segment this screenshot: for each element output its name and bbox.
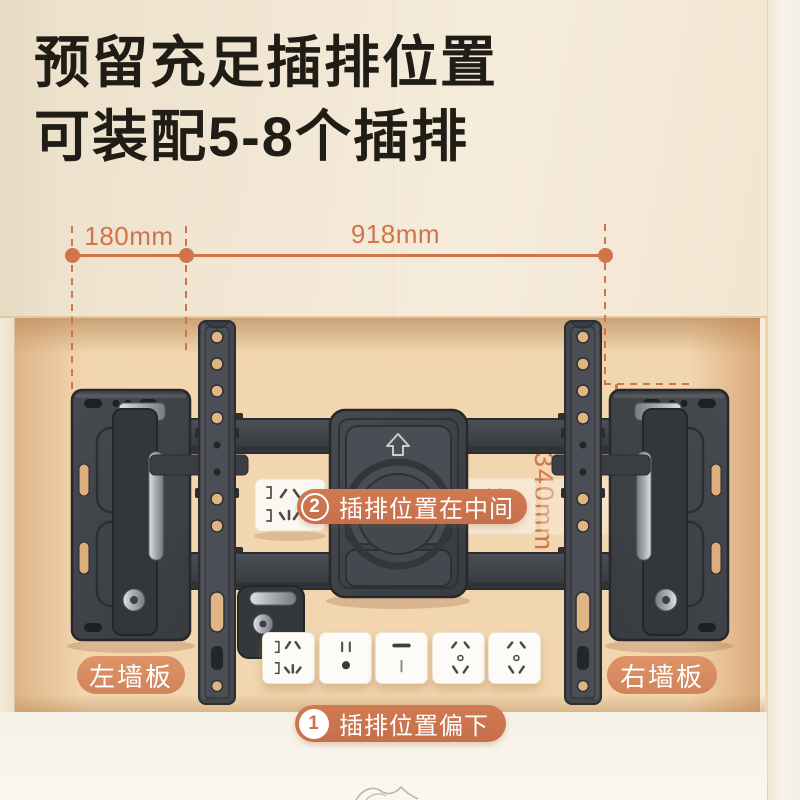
dimension-extension-line [71,226,73,392]
top-panel-left-shading [0,0,60,316]
left-half-mount [67,320,249,705]
cabinet-top-panel [0,0,800,318]
indicator-socket [319,632,372,684]
headline-line1: 预留充足插排位置 [34,31,498,94]
left-plate-label-text: 左墙板 [88,661,173,692]
callout-bottom-text: 插排位置偏下 [339,713,489,740]
niche-right-corner-highlight [760,318,765,712]
dimension-extension-line [185,226,187,354]
headline-line2: 可装配5-8个插排 [34,105,469,168]
callout-number-2: 2 [301,492,329,521]
callout-middle-position: 2 插排位置在中间 [297,489,527,524]
top-panel-seam [393,0,394,316]
left-plate-label: 左墙板 [77,656,185,694]
right-side-panel [767,0,800,800]
right-half-mount [550,319,735,706]
dimension-line-horizontal [72,254,605,257]
dimension-extension-line [604,224,606,384]
usb-socket [375,632,428,684]
dimension-extension-line-340 [578,383,690,385]
dimension-label-918mm: 918mm [350,219,441,249]
five-hole-socket [432,632,485,684]
five-hole-socket [488,632,541,684]
vesa-rail [195,320,239,705]
right-plate-label-text: 右墙板 [619,661,704,692]
callout-number-1: 1 [299,708,329,739]
dimension-label-180mm: 180mm [84,221,174,251]
right-plate-label: 右墙板 [607,656,717,694]
niche-left-frame [0,318,15,712]
headline: 预留充足插排位置 可装配5-8个插排 [34,26,498,174]
niche-top-shadow [15,318,765,354]
callout-bottom-position: 1 插排位置偏下 [295,705,506,742]
arrow-up-icon [386,433,410,456]
hinge-assembly [112,402,249,636]
five-hole-socket [262,632,315,684]
bottom-edge-sketch [355,785,419,800]
callout-middle-text: 插排位置在中间 [339,496,514,523]
